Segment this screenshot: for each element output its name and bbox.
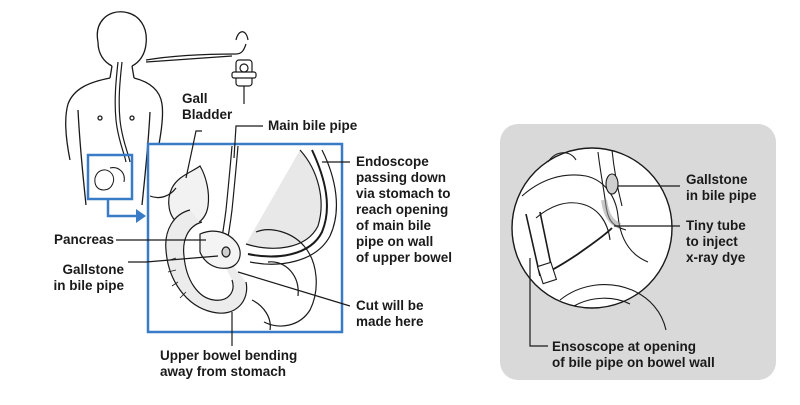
magnified-view-circle <box>511 147 673 309</box>
label-endoscope-passing: Endoscope passing down via stomach to re… <box>356 154 452 265</box>
endoscope-tube-body <box>114 43 247 163</box>
label-tiny-tube: Tiny tube to inject x-ray dye <box>686 218 746 265</box>
endoscope-handle <box>231 31 257 104</box>
label-main-bile-pipe: Main bile pipe <box>268 118 358 133</box>
anatomy-drawing <box>149 145 337 331</box>
label-cut-here: Cut will be made here <box>356 298 424 329</box>
label-pancreas: Pancreas <box>53 232 114 247</box>
zoom-arrow-icon <box>136 209 146 223</box>
label-ensoscope: Ensoscope at opening of bile pipe on bow… <box>552 339 715 370</box>
torso-inset-box <box>86 153 134 201</box>
left-leader-lines <box>116 125 351 346</box>
label-upper-bowel: Upper bowel bending away from stomach <box>160 348 298 379</box>
right-leader-lines <box>529 185 680 347</box>
label-gall-bladder: Gall Bladder <box>182 91 233 122</box>
zoom-connector-line <box>106 199 138 218</box>
label-gallstone-right: Gallstone in bile pipe <box>686 172 757 203</box>
torso-inset-organs <box>94 167 125 191</box>
label-gallstone-left: Gallstone in bile pipe <box>53 262 124 293</box>
person-figure <box>65 11 233 206</box>
